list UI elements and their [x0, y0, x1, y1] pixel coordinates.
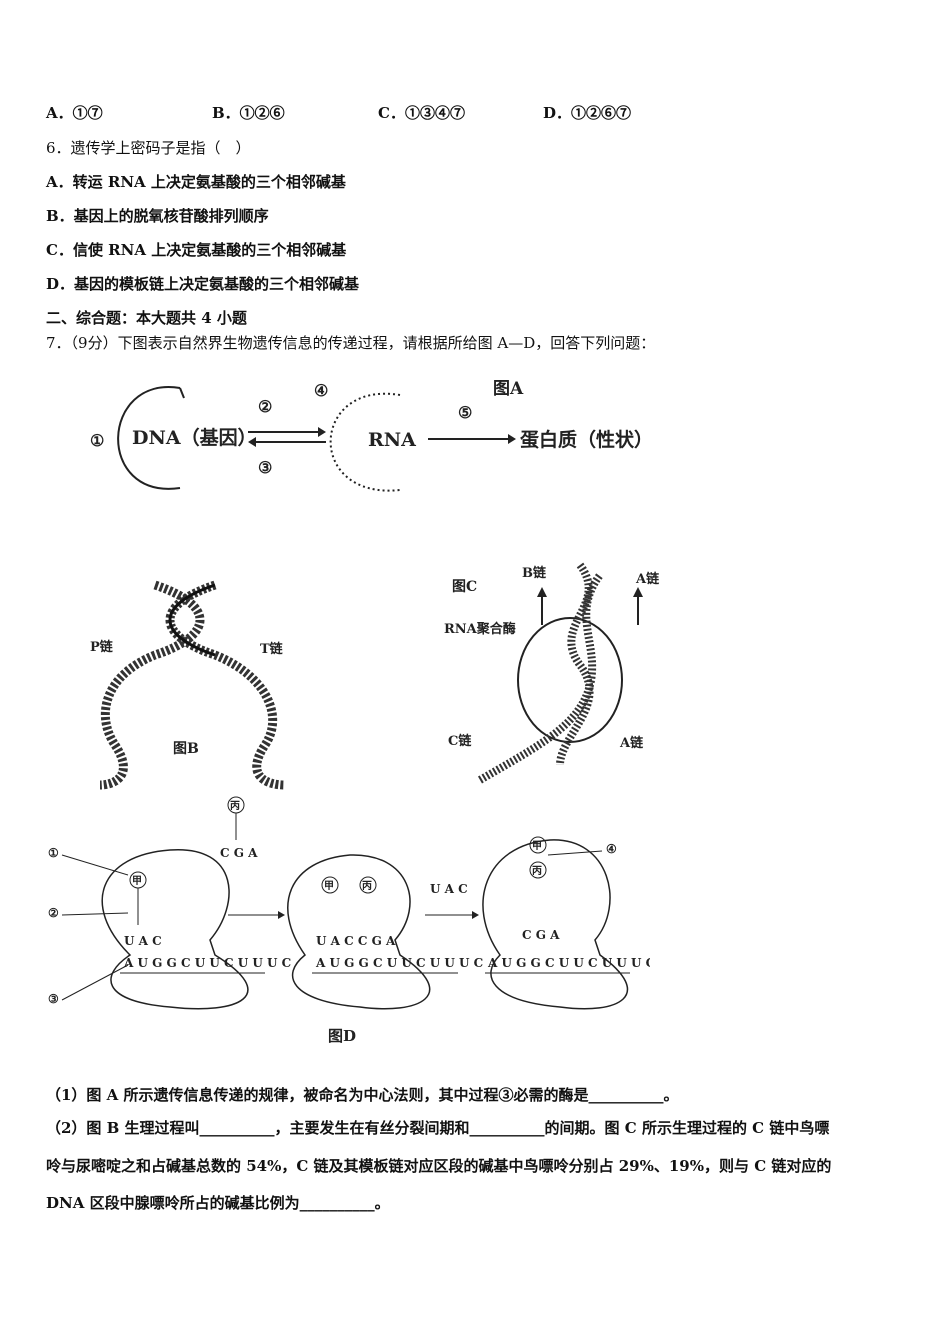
sub-question-2-line2: 呤与尿嘧啶之和占碱基总数的 54%，C 链及其模板链对应区段的碱基中鸟嘌呤分别占…	[46, 1157, 832, 1175]
sub-question-1: （1）图 A 所示遗传信息传递的规律，被命名为中心法则，其中过程③必需的酶是__…	[46, 1086, 679, 1104]
mrna-2: A U G G C U U C U U U C	[315, 956, 483, 970]
fig-d-title: 图D	[328, 1027, 356, 1045]
p-chain-label: P链	[90, 639, 114, 655]
ribosome-2	[287, 854, 431, 1010]
figure-a: 图A ① DNA（基因） ② ③ ④ RNA ⑤ 蛋白质（性状）	[90, 379, 653, 492]
svg-text:丙: 丙	[532, 865, 542, 877]
svg-text:丙: 丙	[230, 800, 240, 812]
q5-option-c: C．①③④⑦	[378, 104, 465, 122]
fig-a-title: 图A	[493, 379, 524, 399]
ribosome-1	[101, 849, 249, 1010]
q6-option-c: C．信使 RNA 上决定氨基酸的三个相邻碱基	[46, 241, 347, 259]
section-heading: 二、综合题：本大题共 4 小题	[46, 309, 247, 327]
svg-text:甲: 甲	[532, 840, 542, 852]
mrna-1: A U G G C U U C U U U C	[123, 956, 291, 970]
figure-c: 图C B链 A链 RNA聚合酶 C链 A链	[444, 562, 660, 784]
svg-text:丙: 丙	[362, 880, 372, 892]
protein-label: 蛋白质（性状）	[520, 428, 653, 451]
a-chain-label-bottom: A链	[619, 735, 644, 751]
c-chain-label: C链	[448, 733, 472, 749]
figure-b: P链 T链 图B	[90, 580, 286, 790]
b-chain-label: B链	[522, 565, 547, 581]
dna-label: DNA（基因）	[132, 426, 257, 449]
mrna-3: A U G G C U U C U U U C	[487, 956, 650, 970]
q5-option-d: D．①②⑥⑦	[543, 104, 632, 122]
label-4: ④	[314, 381, 328, 400]
label-4: ④	[606, 842, 617, 856]
q6-stem: 6．遗传学上密码子是指（ ）	[46, 139, 251, 157]
fig-c-title: 图C	[452, 579, 477, 595]
q6-option-b: B．基因上的脱氧核苷酸排列顺序	[46, 207, 269, 225]
ribosome-3	[482, 839, 628, 1010]
figure-d: ① ② ③ 丙 C G A 甲 U A C A U G G C U U C U …	[48, 796, 650, 1045]
label-2: ②	[48, 906, 59, 920]
sub-question-2-line1: （2）图 B 生理过程叫__________，主要发生在有丝分裂间期和_____…	[46, 1119, 830, 1137]
anticodon-uac: U A C	[124, 934, 162, 948]
label-1: ①	[48, 846, 59, 860]
a-chain-label-top: A链	[635, 571, 660, 587]
svg-text:甲: 甲	[324, 880, 334, 892]
replication-loop	[117, 386, 181, 490]
rna-label: RNA	[368, 429, 416, 451]
label-3: ③	[258, 458, 272, 477]
rna-polymerase	[517, 617, 623, 743]
q6-option-d: D．基因的模板链上决定氨基酸的三个相邻碱基	[46, 275, 360, 293]
label-3: ③	[48, 992, 59, 1006]
q6-option-a: A．转运 RNA 上决定氨基酸的三个相邻碱基	[46, 173, 346, 191]
label-1: ①	[90, 431, 104, 450]
rna-replication-loop	[329, 392, 401, 492]
q7-stem: 7．（9分）下图表示自然界生物遗传信息的传递过程，请根据所给图 A—D，回答下列…	[46, 334, 656, 352]
anticodons-uaccga: U A C C G A	[316, 934, 396, 948]
rna-polymerase-label: RNA聚合酶	[444, 621, 516, 637]
t-chain-label: T链	[260, 641, 284, 657]
sub-question-2-line3: DNA 区段中腺嘌呤所占的碱基比例为__________。	[46, 1194, 390, 1212]
svg-text:甲: 甲	[132, 875, 142, 887]
label-5: ⑤	[458, 403, 472, 422]
q5-option-a: A．①⑦	[46, 104, 103, 122]
label-2: ②	[258, 397, 272, 416]
q5-option-b: B．①②⑥	[212, 104, 285, 122]
codon-cga-3: C G A	[522, 928, 560, 942]
free-trna-uac: U A C	[430, 882, 468, 896]
fig-b-title: 图B	[173, 741, 199, 757]
codon-cga: C G A	[220, 846, 258, 860]
